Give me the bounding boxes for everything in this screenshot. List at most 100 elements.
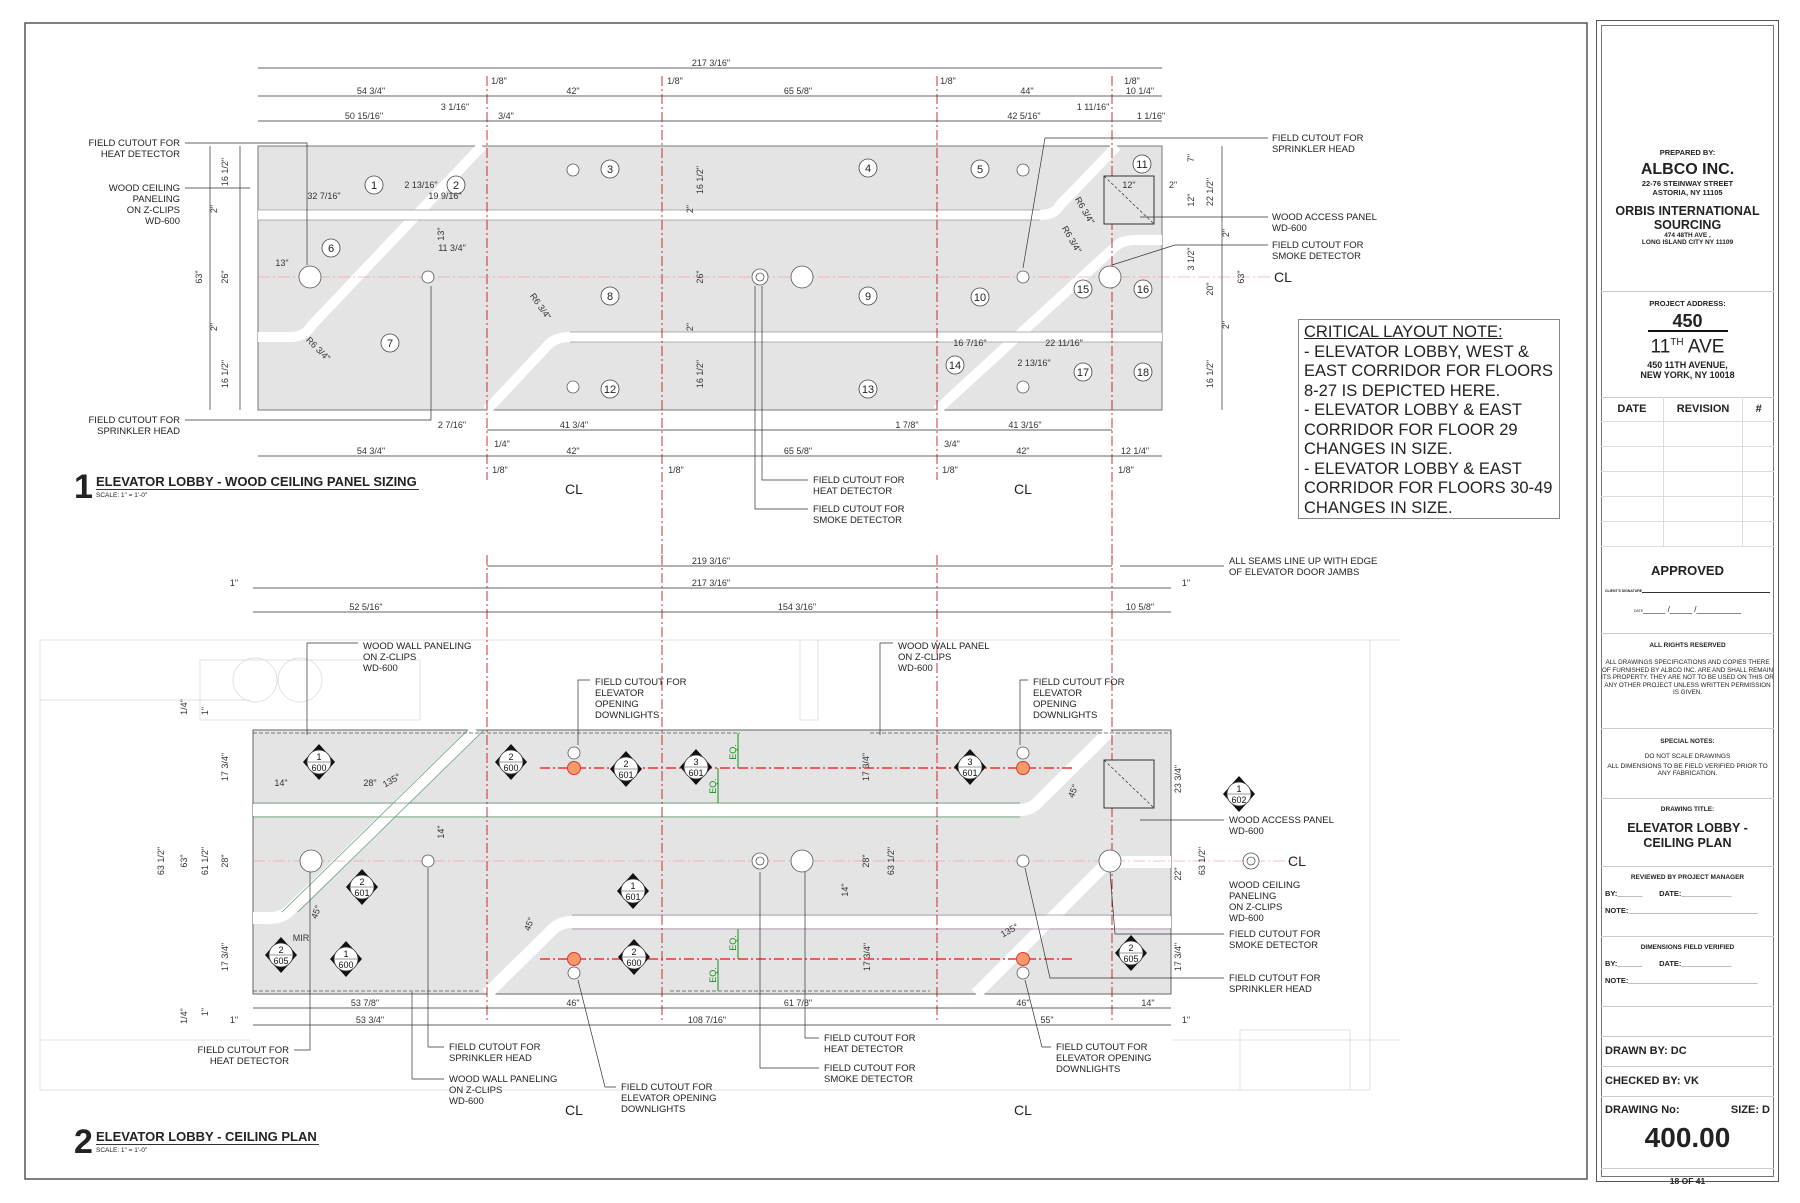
sheet-count: 18 OF 41 xyxy=(1669,1176,1706,1186)
dimension-label: 1" xyxy=(1182,1015,1190,1025)
panel-number-bubble xyxy=(858,286,878,306)
dimension-label: 63" xyxy=(194,270,204,283)
review-by-date-field[interactable]: BY:______ DATE:____________ xyxy=(1605,889,1732,898)
client-name: SOURCING xyxy=(1653,218,1722,232)
callout-note: FIELD CUTOUT FORELEVATOROPENINGDOWNLIGHT… xyxy=(595,677,687,721)
callout-note: FIELD CUTOUT FORELEVATOROPENINGDOWNLIGHT… xyxy=(1033,677,1125,721)
dimension-label: 2 13/16" xyxy=(1017,358,1050,368)
review-note-field[interactable]: NOTE:_______________________________ xyxy=(1605,906,1758,915)
dimension-label: 17 3/4" xyxy=(1173,943,1183,971)
callout-line: HEAT DETECTOR xyxy=(210,1056,289,1067)
callout-line: WOOD WALL PANEL xyxy=(898,641,990,652)
dimension-label: 20" xyxy=(1205,282,1215,295)
callout-line: WOOD CEILING xyxy=(1229,880,1300,891)
dimension-label: 42 5/16" xyxy=(1007,111,1040,121)
tag-sheet: 602 xyxy=(1231,795,1246,805)
dimension-label: 28" xyxy=(220,854,230,867)
callout-line: WD-600 xyxy=(1229,913,1264,924)
dimension-label: 1/8" xyxy=(492,465,508,475)
rights-section: ALL RIGHTS RESERVED ALL DRAWINGS SPECIFI… xyxy=(1601,633,1774,729)
dimension-label: 42" xyxy=(566,446,579,456)
seam-lines xyxy=(486,555,1113,1020)
tag-sheet: 601 xyxy=(962,768,977,778)
tag-number: 2 xyxy=(359,877,364,887)
panel-number-bubble xyxy=(600,159,620,179)
callout-line: WD-600 xyxy=(363,663,398,674)
panel-number: 10 xyxy=(974,292,986,304)
approval-date-field[interactable]: DATE_____ /_____ /__________ xyxy=(1634,605,1741,614)
tag-number: 1 xyxy=(316,752,321,762)
client-signature-field[interactable]: CLIENT'S SIGNATURE xyxy=(1605,584,1770,593)
callout-line: FIELD CUTOUT FOR xyxy=(621,1082,713,1093)
tag-sheet: 601 xyxy=(354,888,369,898)
panel-number: 9 xyxy=(865,291,871,303)
dimension-label: 1/8" xyxy=(667,76,683,86)
dimension-label: 45° xyxy=(309,903,323,920)
dimension-label: 13" xyxy=(436,227,446,240)
callout-line: WD-600 xyxy=(1229,826,1264,837)
panel-number: 3 xyxy=(607,164,613,176)
note-title: CRITICAL LAYOUT NOTE: xyxy=(1304,323,1503,341)
callout-line: FIELD CUTOUT FOR xyxy=(824,1063,916,1074)
dimension-label: 2 13/16" xyxy=(404,180,437,190)
project-number: 450 xyxy=(1647,312,1728,332)
dimension-label: 46" xyxy=(566,998,579,1008)
company-address: ASTORIA, NY 11105 xyxy=(1652,188,1723,197)
callout-line: DOWNLIGHTS xyxy=(621,1104,685,1115)
dimension-label: 16 1/2" xyxy=(695,166,705,194)
special-note: DO NOT SCALE DRAWINGS xyxy=(1644,753,1731,760)
label: DIMENSIONS FIELD VERIFIED xyxy=(1640,944,1735,951)
project-address: NEW YORK, NY 10018 xyxy=(1640,370,1735,381)
note-line: - ELEVATOR LOBBY & EAST CORRIDOR FOR FLO… xyxy=(1304,401,1522,458)
centerline-symbol: CL xyxy=(1014,1102,1032,1118)
tag-sheet: 605 xyxy=(273,956,288,966)
callout-line: WOOD WALL PANELING xyxy=(449,1074,557,1085)
dimension-label: 3 1/2" xyxy=(1186,247,1196,270)
dimension-label: 2" xyxy=(209,205,219,213)
company-address: 22-76 STEINWAY STREET xyxy=(1641,179,1734,188)
callout-line: FIELD CUTOUT FOR xyxy=(1056,1042,1148,1053)
dimension-label: 32 7/16" xyxy=(307,191,340,201)
tag-number: 2 xyxy=(631,947,636,957)
background-architecture xyxy=(39,639,1400,1091)
callout-line: WOOD ACCESS PANEL xyxy=(1272,212,1377,223)
callout-line: FIELD CUTOUT FOR xyxy=(824,1033,916,1044)
panel-number: 4 xyxy=(865,163,871,175)
dimension-label: 2" xyxy=(1169,180,1177,190)
title-block: PREPARED BY: ALBCO INC. 22-76 STEINWAY S… xyxy=(1596,20,1779,1186)
dimension-label: 2" xyxy=(685,323,695,331)
seam-lines xyxy=(486,76,1113,560)
panel-number-bubble xyxy=(1133,362,1153,382)
project-address: 450 11TH AVENUE, xyxy=(1647,360,1728,371)
tag-sheet: 601 xyxy=(618,770,633,780)
callout-line: WD-600 xyxy=(145,216,180,227)
callout-line: WD-600 xyxy=(449,1096,484,1107)
panel-number-bubble xyxy=(858,379,878,399)
panel-number-bubble xyxy=(380,333,400,353)
rights-text: ALL DRAWINGS SPECIFICATIONS AND COPIES T… xyxy=(1601,659,1774,696)
verify-note-field[interactable]: NOTE:_______________________________ xyxy=(1605,976,1758,985)
dimension-label: 11 3/4" xyxy=(438,243,466,253)
callout-line: HEAT DETECTOR xyxy=(813,486,892,497)
verification-section: DIMENSIONS FIELD VERIFIED BY:______ DATE… xyxy=(1601,936,1774,1007)
centerline-symbol: CL xyxy=(1288,853,1306,869)
leader-lines xyxy=(253,565,1224,1088)
dimension-label: 55" xyxy=(1040,1015,1053,1025)
verify-by-date-field[interactable]: BY:______ DATE:____________ xyxy=(1605,959,1732,968)
